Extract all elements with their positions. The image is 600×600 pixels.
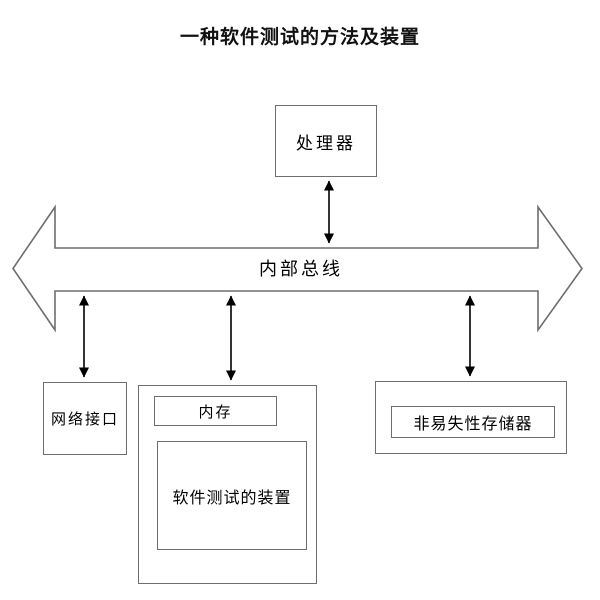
nonvolatile-memory-label: 非易失性存储器 xyxy=(413,416,533,433)
network-interface-label: 网络接口 xyxy=(50,412,119,428)
memory-label: 内存 xyxy=(198,404,233,421)
diagram-title: 一种软件测试的方法及装置 xyxy=(179,27,420,48)
processor-label: 处理器 xyxy=(296,133,356,153)
bus-double-arrow-shape xyxy=(12,204,583,333)
software-testing-device-label: 软件测试的装置 xyxy=(172,489,292,507)
memory-label-box: 内存 xyxy=(154,396,277,426)
bus-label: 内部总线 xyxy=(259,259,343,279)
nonvolatile-memory-label-box: 非易失性存储器 xyxy=(391,406,555,438)
network-interface-box: 网络接口 xyxy=(43,382,127,455)
processor-box: 处理器 xyxy=(275,105,377,177)
software-testing-device-box: 软件测试的装置 xyxy=(157,441,307,550)
